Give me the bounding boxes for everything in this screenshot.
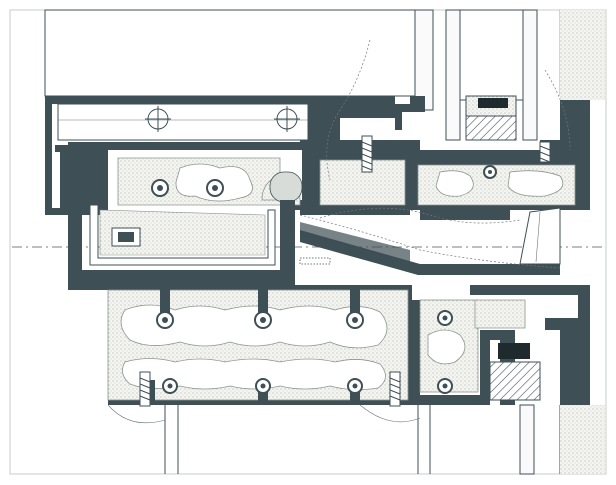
upper-glazing-unit bbox=[414, 9, 576, 141]
exterior-wall-block bbox=[560, 10, 605, 100]
gasket-icon bbox=[269, 171, 303, 203]
sill-flashing bbox=[300, 207, 561, 275]
screw-icon bbox=[206, 179, 224, 197]
upper-wall-block bbox=[44, 9, 416, 97]
crosshair-fastener-icon bbox=[274, 106, 300, 132]
screw-icon bbox=[483, 165, 497, 179]
screw-icon bbox=[346, 311, 364, 329]
lower-wall-lines bbox=[107, 404, 431, 474]
screw-icon bbox=[254, 311, 272, 329]
crosshair-fastener-icon bbox=[145, 106, 171, 132]
screw-icon bbox=[151, 179, 169, 197]
screw-icon bbox=[139, 371, 151, 407]
motion-path-lines bbox=[299, 39, 571, 269]
screw-icon bbox=[347, 378, 363, 394]
screw-icon bbox=[162, 378, 178, 394]
screw-icon bbox=[156, 311, 174, 329]
lower-right-frame-profile bbox=[412, 285, 590, 405]
drainage-markers bbox=[299, 211, 445, 265]
lower-glazing-unit bbox=[519, 404, 605, 475]
left-drip-profile bbox=[55, 145, 85, 215]
screw-icon bbox=[437, 310, 453, 326]
upper-sash-insulation bbox=[117, 157, 576, 206]
screw-icon bbox=[389, 371, 401, 407]
screw-icon bbox=[255, 378, 271, 394]
screw-icon bbox=[361, 135, 373, 173]
screw-icon bbox=[437, 378, 453, 394]
screw-icon bbox=[539, 141, 551, 163]
lower-sash-profile bbox=[68, 195, 412, 405]
